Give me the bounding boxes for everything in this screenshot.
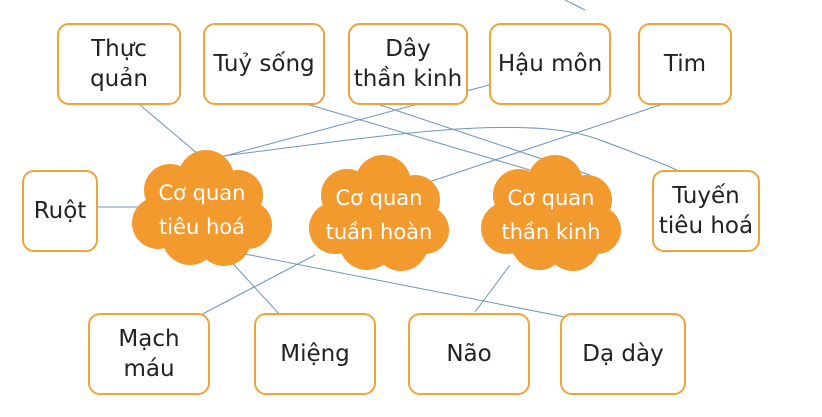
box-thuc-quan: Thực quản [57,23,181,105]
line-tuy-song [309,104,531,171]
cloud-label-than-kinh: Cơ quan thần kinh [501,186,601,244]
line-nao [474,264,511,313]
line-stray [564,0,586,11]
cloud-label-tieu-hoa: Cơ quan tiêu hoá [158,181,246,239]
box-hau-mon: Hậu môn [489,23,611,105]
box-tuyen-tieu-hoa: Tuyến tiêu hoá [652,170,760,252]
cloud-than-kinh: Cơ quan thần kinh [477,150,625,280]
line-thuc-quan [139,104,206,161]
box-ruot: Ruột [22,170,98,252]
cloud-tieu-hoa: Cơ quan tiêu hoá [128,145,276,275]
line-mieng [224,254,281,316]
box-nao: Não [408,313,530,395]
box-mieng: Miệng [254,313,376,395]
cloud-shape [481,155,621,271]
box-da-day: Dạ dày [560,313,686,395]
cloud-shape [309,155,449,271]
box-mach-mau: Mạch máu [88,313,210,395]
cloud-shape [132,150,272,266]
box-tuy-song: Tuỷ sống [203,23,325,105]
line-da-day [239,252,581,321]
cloud-label-tuan-hoan: Cơ quan tuần hoàn [325,186,433,244]
box-day-than-kinh: Dây thần kinh [348,23,468,105]
line-tuyen-tieu-hoa [189,126,691,181]
cloud-tuan-hoan: Cơ quan tuần hoàn [305,150,453,280]
line-tim [419,104,661,186]
box-tim: Tim [638,23,732,105]
line-mach-mau [194,254,316,319]
